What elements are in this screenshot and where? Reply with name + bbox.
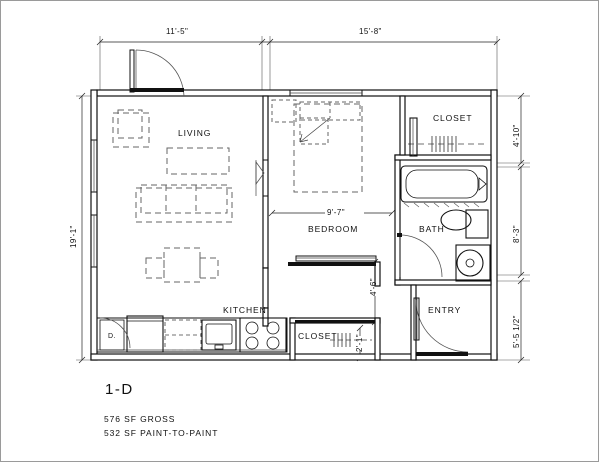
bedroom-width-dimension: [268, 209, 396, 217]
dimension-right-top: 4'-10": [512, 124, 521, 147]
hall-closet-rod: [295, 320, 375, 347]
top-dimension-line: [96, 36, 501, 95]
room-label-kitchen: KITCHEN: [223, 305, 267, 315]
dimension-interior-vertical: 4'-6": [369, 278, 378, 296]
dimension-bedroom-width: 9'-7": [327, 208, 345, 217]
living-room-furniture: [112, 109, 233, 283]
bedroom-closet-sliding-doors: [288, 255, 377, 266]
dimension-right-mid: 8'-3": [512, 225, 521, 243]
bedroom-door: [255, 159, 269, 197]
room-label-closet-bedroom: CLOSET: [433, 113, 473, 123]
room-label-bedroom: BEDROOM: [308, 224, 359, 234]
dimension-top-right: 15'-8": [359, 27, 382, 36]
right-dimension-line: [492, 92, 530, 364]
living-room-windows: [90, 139, 98, 268]
bedroom-window: [289, 89, 363, 97]
room-label-entry: ENTRY: [428, 305, 462, 315]
room-label-living: LIVING: [178, 128, 212, 138]
dimension-right-bottom: 5'-5 1/2": [512, 315, 521, 348]
room-label-closet-hall: CLOSET: [298, 331, 338, 341]
area-gross: 576 SF GROSS: [104, 414, 176, 424]
bedroom-furniture: [271, 99, 363, 193]
entry-door: [413, 297, 469, 356]
unit-code: 1-D: [105, 381, 134, 398]
dimension-closet-depth: 2'-1": [355, 334, 364, 352]
kitchen-appliance-marker: D.: [108, 333, 116, 340]
area-paint-to-paint: 532 SF PAINT-TO-PAINT: [104, 428, 219, 438]
dimension-top-left: 11'-5": [166, 27, 189, 36]
bath-fixtures: [397, 165, 491, 282]
top-closet-rod: [408, 117, 488, 157]
room-label-bath: BATH: [419, 224, 445, 234]
entry-door-top: [129, 49, 185, 97]
kitchen-fixtures: [96, 315, 288, 353]
dimension-left-overall: 19'-1": [69, 225, 78, 248]
